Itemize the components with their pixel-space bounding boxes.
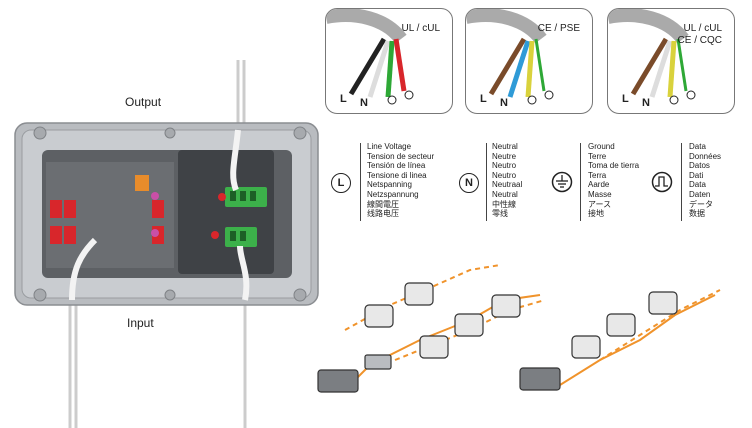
line-voltage-icon: L: [331, 173, 351, 193]
output-label: Output: [125, 95, 162, 109]
wire-label-l: L: [340, 93, 347, 105]
data-icon: [651, 171, 673, 193]
junction-box-drawing: [14, 60, 319, 428]
standard-label: UL / cUL: [401, 23, 440, 34]
wire-label-n: N: [360, 97, 368, 109]
wire-bundle-icon: [326, 9, 414, 105]
standard-label: CE / PSE: [537, 23, 580, 34]
neutral-icon: N: [459, 173, 479, 193]
ground-icon: [551, 171, 573, 193]
wire-label-l: L: [622, 93, 629, 105]
cable-panel-ce: CE / PSE L N: [465, 8, 593, 114]
wire-bundle-icon: [608, 9, 696, 105]
cable-panel-ul: UL / cUL L N: [325, 8, 453, 114]
wire-label-n: N: [642, 97, 650, 109]
wire-label-n: N: [500, 97, 508, 109]
input-label: Input: [127, 316, 154, 330]
wire-label-l: L: [480, 93, 487, 105]
wire-bundle-icon: [466, 9, 554, 105]
